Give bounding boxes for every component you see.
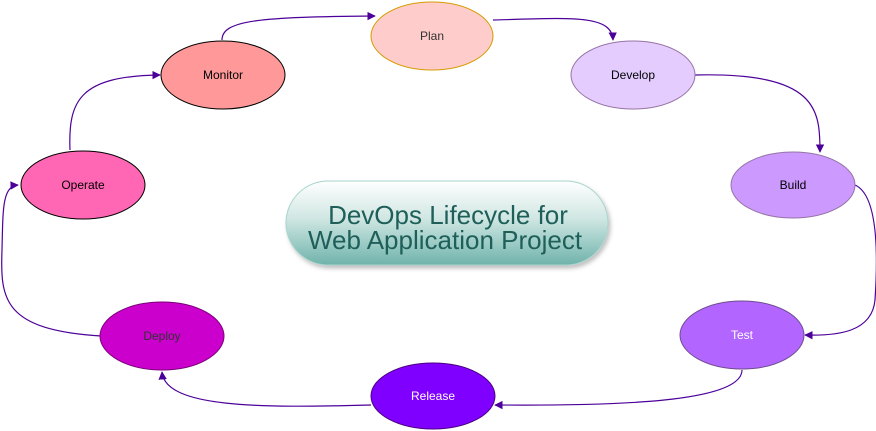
arrow-release-to-deploy xyxy=(158,371,372,407)
stage-plan-label: Plan xyxy=(420,29,444,43)
arrow-plan-to-develop xyxy=(492,17,617,41)
stage-operate-label: Operate xyxy=(61,178,105,192)
stage-release-shape xyxy=(370,362,496,430)
title-badge-shape xyxy=(285,180,609,266)
stage-test-label: Test xyxy=(731,328,754,342)
stage-operate-shape xyxy=(20,150,146,220)
connectors xyxy=(1,11,876,410)
title-line-1: DevOps Lifecycle for xyxy=(328,200,568,230)
stage-deploy-label: Deploy xyxy=(143,329,180,343)
stage-deploy[interactable]: Deploy xyxy=(99,301,225,371)
stage-monitor-label: Monitor xyxy=(203,68,243,82)
arrow-test-to-release xyxy=(494,369,743,410)
stage-monitor-shape xyxy=(160,40,286,110)
stage-build-shape xyxy=(730,151,856,219)
stage-build[interactable]: Build xyxy=(730,151,856,219)
stage-test[interactable]: Test xyxy=(679,300,805,370)
arrow-develop-to-build xyxy=(694,74,825,153)
title-line-2: Web Application Project xyxy=(308,225,583,255)
stage-release[interactable]: Release xyxy=(370,362,496,430)
stage-deploy-shape xyxy=(99,301,225,371)
stage-build-label: Build xyxy=(780,178,807,192)
arrow-operate-to-monitor xyxy=(69,70,161,151)
arrow-deploy-to-operate xyxy=(1,181,102,337)
stage-plan-shape xyxy=(370,1,494,71)
stage-monitor[interactable]: Monitor xyxy=(160,40,286,110)
title-badge: DevOps Lifecycle for Web Application Pro… xyxy=(285,180,609,266)
stage-test-shape xyxy=(679,300,805,370)
arrow-build-to-test xyxy=(804,184,876,340)
stage-develop[interactable]: Develop xyxy=(570,40,696,110)
stage-operate[interactable]: Operate xyxy=(20,150,146,220)
stage-develop-label: Develop xyxy=(611,68,655,82)
arrow-monitor-to-plan xyxy=(221,11,376,41)
stage-release-label: Release xyxy=(411,389,455,403)
stage-plan[interactable]: Plan xyxy=(370,1,494,71)
stage-develop-shape xyxy=(570,40,696,110)
